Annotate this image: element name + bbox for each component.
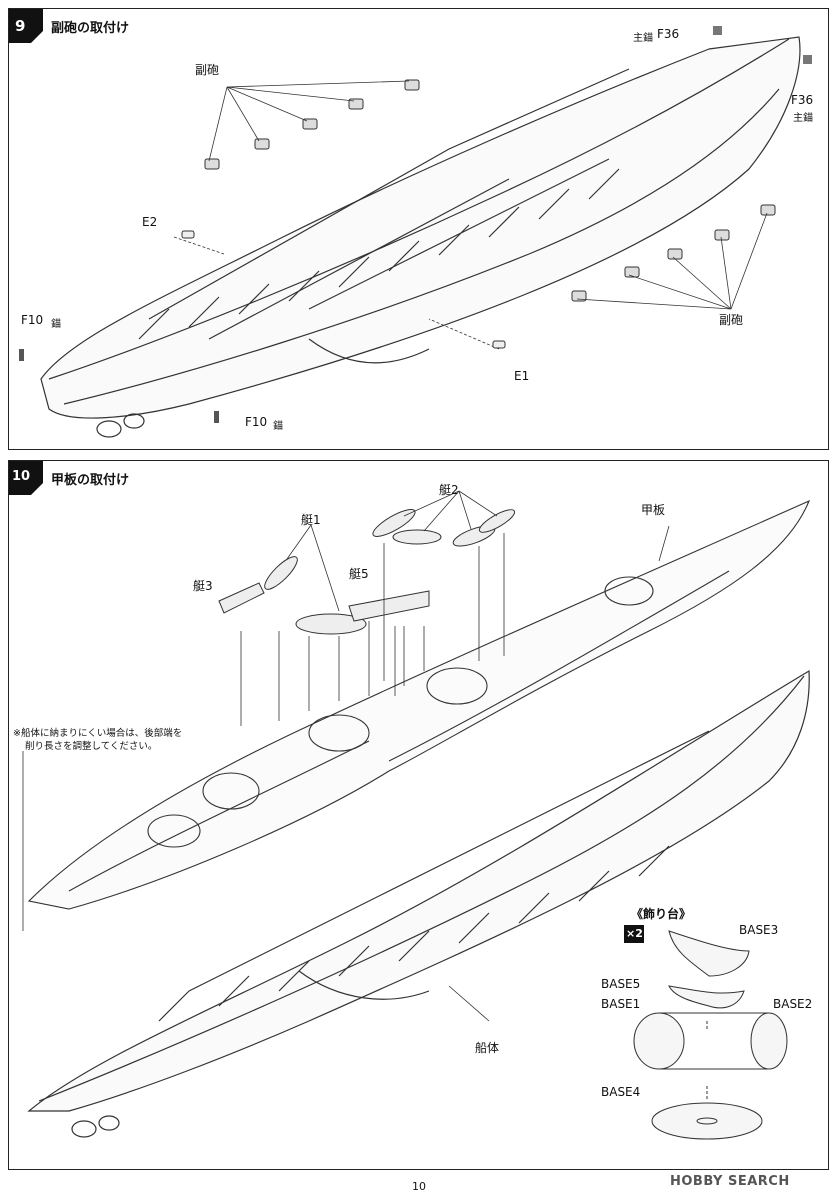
step-number: 10 bbox=[12, 469, 31, 484]
label-boat5: 艇5 bbox=[349, 567, 369, 581]
label-f10-left-sub: 錨 bbox=[51, 319, 61, 330]
label-f36-right: F36 bbox=[791, 93, 814, 107]
hull-drawing bbox=[40, 36, 801, 438]
step-number: 9 bbox=[15, 17, 26, 35]
step-badge-shape bbox=[9, 461, 43, 495]
label-e1: E1 bbox=[514, 369, 530, 383]
stand-multiplier: ×2 bbox=[626, 927, 643, 940]
main-anchor-right-shape bbox=[803, 55, 812, 64]
stand-title: 《飾り台》 bbox=[631, 907, 692, 921]
part-e1-shape bbox=[492, 340, 506, 349]
anchor-left-shape bbox=[19, 349, 24, 361]
label-base4: BASE4 bbox=[601, 1085, 641, 1099]
note-line-2: 削り長さを調整してください。 bbox=[25, 741, 158, 752]
label-base3: BASE3 bbox=[739, 923, 779, 937]
label-f10-bottom-sub: 錨 bbox=[273, 421, 283, 432]
hull-drawing bbox=[27, 669, 810, 1138]
step-10-illustration bbox=[9, 461, 811, 1140]
trimming-note: ※船体に納まりにくい場合は、後部端を 削り長さを調整してください。 bbox=[13, 727, 182, 753]
label-base1: BASE1 bbox=[601, 997, 641, 1011]
display-stand bbox=[633, 930, 788, 1140]
part-e2-shape bbox=[181, 230, 195, 239]
step-title: 副砲の取付け bbox=[51, 21, 130, 36]
boats bbox=[218, 509, 516, 635]
label-f36-top: F36 bbox=[657, 27, 680, 41]
anchor-bottom-shape bbox=[214, 411, 219, 423]
step-badge-shape bbox=[9, 9, 43, 43]
label-base5: BASE5 bbox=[601, 977, 641, 991]
label-secondary-gun-bottom: 副砲 bbox=[719, 313, 744, 327]
note-line-1: ※船体に納まりにくい場合は、後部端を bbox=[13, 728, 183, 739]
watermark: HOBBY SEARCH bbox=[670, 1174, 790, 1189]
label-deck: 甲板 bbox=[641, 503, 666, 517]
step-10-panel: 10 甲板の取付け 艇2 艇1 艇5 艇3 甲板 船体 ※船体に納まりにくい場合… bbox=[8, 460, 829, 1170]
label-f10-bottom: F10 bbox=[245, 415, 268, 429]
step-9-panel: 9 副砲の取付け 副砲 副砲 E2 E1 F10 錨 F10 錨 主錨 F36 … bbox=[8, 8, 829, 450]
label-boat3: 艇3 bbox=[193, 579, 213, 593]
label-boat2: 艇2 bbox=[439, 483, 459, 497]
label-hull: 船体 bbox=[475, 1041, 500, 1055]
label-f10-left: F10 bbox=[21, 313, 44, 327]
label-e2: E2 bbox=[142, 215, 158, 229]
step-9-illustration bbox=[9, 9, 812, 438]
secondary-guns-top bbox=[204, 79, 420, 170]
deck-drawing bbox=[27, 499, 811, 910]
main-anchor-top-shape bbox=[713, 26, 722, 35]
label-base2: BASE2 bbox=[773, 997, 813, 1011]
multiplier-badge-shape bbox=[624, 925, 644, 943]
page-number: 10 bbox=[412, 1180, 426, 1193]
step-title: 甲板の取付け bbox=[51, 473, 130, 488]
label-secondary-gun-top: 副砲 bbox=[195, 63, 220, 77]
secondary-guns-right bbox=[571, 204, 776, 302]
label-f36-right-sub: 主錨 bbox=[793, 113, 813, 124]
label-f36-top-sub: 主錨 bbox=[633, 33, 653, 44]
label-boat1: 艇1 bbox=[301, 513, 321, 527]
